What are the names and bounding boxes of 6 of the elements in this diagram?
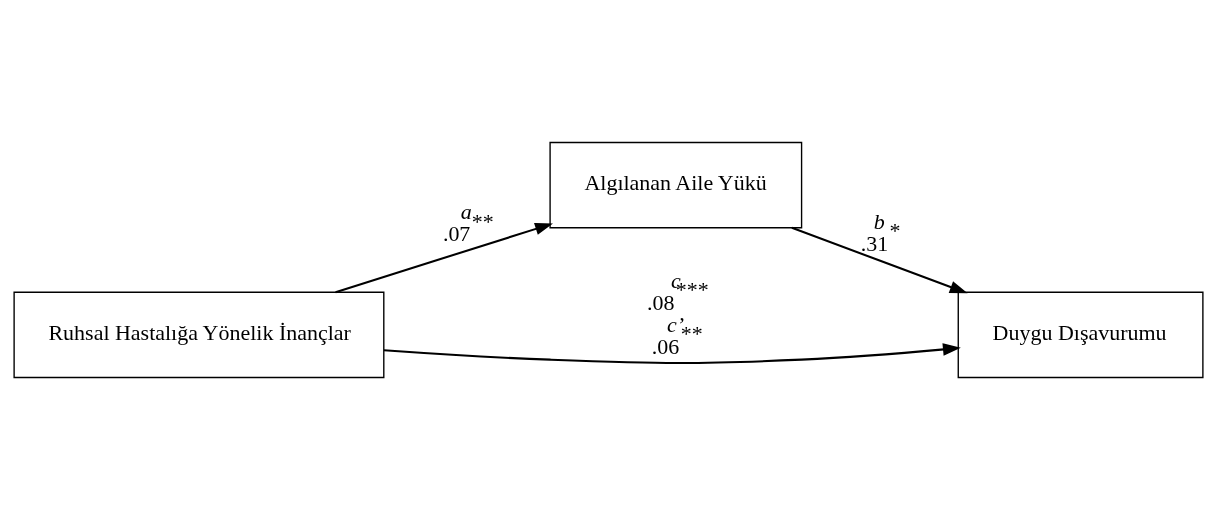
node-box: Algılanan Aile Yükü [549, 141, 803, 228]
arrow [791, 226, 968, 293]
arrow [335, 222, 553, 293]
node-box: Duygu Dışavurumu [957, 291, 1204, 378]
node-box: Ruhsal Hastalığa Yönelik İnançlar [13, 291, 385, 378]
arrow [383, 342, 961, 364]
